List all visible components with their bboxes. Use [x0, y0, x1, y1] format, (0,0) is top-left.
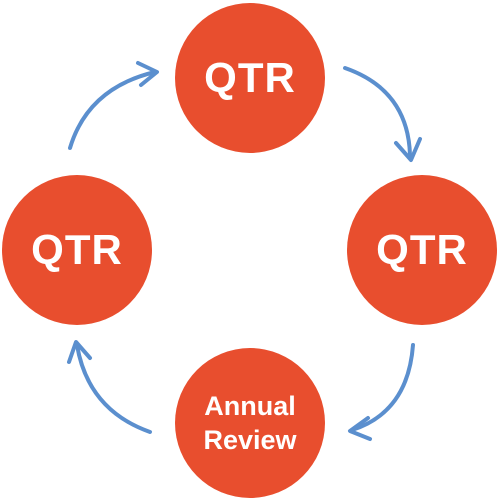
node-left-label: QTR: [31, 226, 123, 273]
node-qtr-left: QTR: [2, 175, 152, 325]
node-bottom-label: Annual Review: [203, 391, 297, 455]
node-annual-review: Annual Review: [175, 348, 325, 498]
node-top-label: QTR: [204, 54, 296, 101]
arrow-left-to-top: [68, 61, 159, 150]
arrow-right-to-bottom: [348, 343, 415, 441]
arrow-top-to-right: [343, 66, 422, 162]
arrow-bottom-to-left: [67, 340, 152, 434]
node-qtr-right: QTR: [347, 175, 497, 325]
node-right-label: QTR: [376, 226, 468, 273]
node-qtr-top: QTR: [175, 3, 325, 153]
